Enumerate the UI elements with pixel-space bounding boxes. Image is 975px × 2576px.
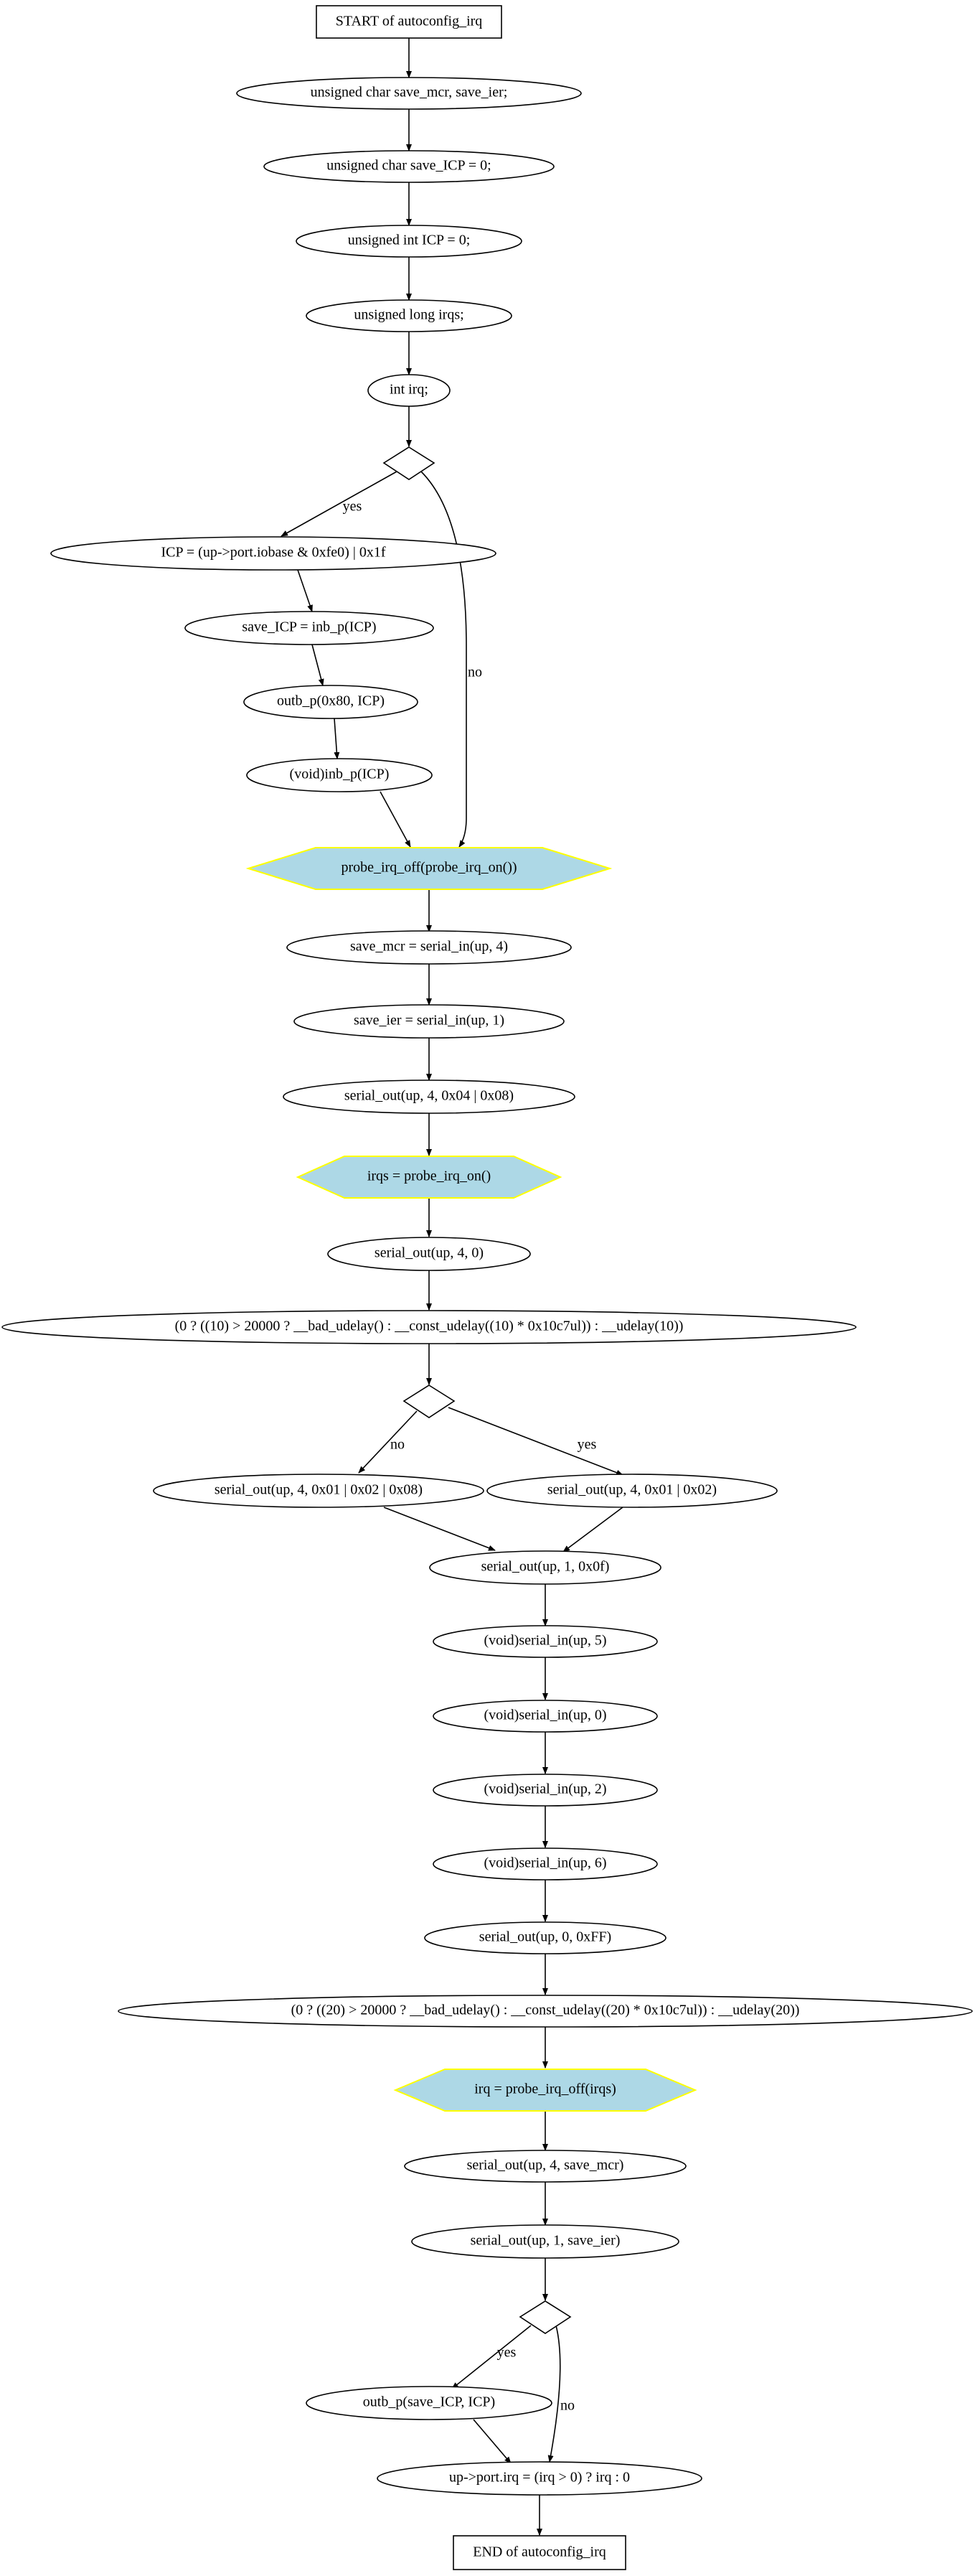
node-irq-decl <box>367 374 451 407</box>
node-save-mcr-ier-decl <box>236 77 582 110</box>
node-udelay-20 <box>118 1995 973 2028</box>
node-label: serial_out(up, 4, 0x01 | 0x02 | 0x08) <box>215 1482 423 1498</box>
node-serial-in-6 <box>433 1847 658 1881</box>
edge-label-yes: yes <box>578 1437 597 1453</box>
node-save-icp-assign <box>184 611 434 645</box>
edge-label-yes: yes <box>343 499 362 515</box>
hex-label: probe_irq_off(probe_irq_on()) <box>341 860 517 876</box>
node-label: (void)serial_in(up, 0) <box>484 1708 606 1723</box>
edge-d1-n6 <box>281 471 397 537</box>
node-label: serial_out(up, 1, 0x0f) <box>481 1559 610 1575</box>
node-port-irq-assign <box>377 2461 702 2496</box>
node-serial-in-2 <box>433 1774 658 1807</box>
node-save-icp-decl <box>263 150 555 183</box>
node-label: serial_out(up, 0, 0xFF) <box>479 1929 611 1945</box>
node-label: serial_out(up, 4, save_mcr) <box>467 2158 624 2173</box>
node-save-mcr-assign <box>286 930 572 965</box>
edge-n26-n27 <box>473 2419 512 2464</box>
node-serial-out-1-save-ier <box>411 2224 679 2259</box>
edge-label-no: no <box>468 665 482 680</box>
edge-label-yes: yes <box>497 2345 517 2361</box>
node-label: serial_out(up, 4, 0x04 | 0x08) <box>344 1088 514 1104</box>
end-node <box>453 2535 626 2570</box>
edge-n8-n9 <box>334 718 340 759</box>
node-serial-out-4-0 <box>327 1237 531 1271</box>
node-label: (0 ? ((10) > 20000 ? __bad_udelay() : __… <box>175 1319 684 1334</box>
edge-d3-n26 <box>451 2325 532 2389</box>
edge-label-no: no <box>560 2398 575 2414</box>
edge-n15-n17 <box>383 1507 496 1551</box>
node-label: unsigned long irqs; <box>354 307 463 323</box>
node-serial-in-5 <box>433 1625 658 1658</box>
node-label: int irq; <box>390 382 428 398</box>
hex-irq-probe-irq-off <box>393 2069 697 2112</box>
end-node-label: END of autoconfig_irq <box>473 2544 606 2560</box>
node-label: up->port.irq = (irq > 0) ? irq : 0 <box>449 2470 630 2486</box>
node-serial-out-0-0xff <box>424 1921 667 1954</box>
decision-3 <box>519 2300 572 2334</box>
node-label: (0 ? ((20) > 20000 ? __bad_udelay() : __… <box>291 2003 800 2018</box>
node-label: (void)inb_p(ICP) <box>290 767 390 782</box>
node-serial-out-4-0x03 <box>486 1474 778 1508</box>
node-label: unsigned char save_ICP = 0; <box>326 158 491 174</box>
node-label: save_ICP = inb_p(ICP) <box>242 619 376 635</box>
node-udelay-10 <box>1 1310 857 1344</box>
node-outb-p-save-icp <box>306 2386 552 2420</box>
node-label: outb_p(0x80, ICP) <box>277 693 385 709</box>
node-label: serial_out(up, 4, 0) <box>375 1245 484 1261</box>
edge-d1-h1 <box>420 471 467 848</box>
edge-n9-h1 <box>380 791 411 848</box>
node-icp-assign <box>50 536 496 571</box>
start-node <box>316 5 502 39</box>
decision-2 <box>402 1385 456 1418</box>
node-label: serial_out(up, 4, 0x01 | 0x02) <box>547 1482 717 1498</box>
node-label: ICP = (up->port.iobase & 0xfe0) | 0x1f <box>161 545 386 561</box>
node-label: save_mcr = serial_in(up, 4) <box>350 939 508 955</box>
edge-d3-n27 <box>547 2325 561 2463</box>
edge-label-no: no <box>390 1437 405 1453</box>
node-label: (void)serial_in(up, 5) <box>484 1633 606 1649</box>
node-label: unsigned char save_mcr, save_ier; <box>311 85 508 100</box>
node-outb-p-0x80 <box>243 685 418 719</box>
hex-label: irqs = probe_irq_on() <box>367 1168 491 1184</box>
edge-d2-n16 <box>448 1407 623 1476</box>
node-serial-out-4-0x04-0x08 <box>283 1079 575 1114</box>
node-label: outb_p(save_ICP, ICP) <box>363 2394 495 2410</box>
node-serial-out-4-save-mcr <box>404 2150 687 2183</box>
node-label: (void)serial_in(up, 2) <box>484 1781 606 1797</box>
node-label: serial_out(up, 1, save_ier) <box>471 2233 621 2249</box>
edge-d2-n15 <box>358 1410 418 1474</box>
node-label: unsigned int ICP = 0; <box>348 233 471 248</box>
edge-n16-n17 <box>562 1507 623 1552</box>
start-node-label: START of autoconfig_irq <box>336 14 483 29</box>
node-label: save_ier = serial_in(up, 1) <box>354 1013 504 1029</box>
decision-1 <box>382 446 435 480</box>
node-void-inb-p <box>246 758 433 792</box>
node-save-ier-assign <box>293 1004 565 1039</box>
hex-probe-irq-off-on <box>245 847 613 890</box>
node-serial-out-1-0x0f <box>429 1550 661 1585</box>
edge-n7-n8 <box>311 644 324 686</box>
edge-n6-n7 <box>297 569 313 612</box>
hex-irqs-probe-irq-on <box>296 1156 562 1199</box>
hex-label: irq = probe_irq_off(irqs) <box>474 2081 616 2097</box>
node-irqs-decl <box>306 299 512 332</box>
node-serial-out-4-0x0b <box>153 1474 484 1508</box>
node-label: (void)serial_in(up, 6) <box>484 1855 606 1871</box>
node-icp-decl <box>296 225 522 258</box>
node-serial-in-0 <box>433 1700 658 1733</box>
